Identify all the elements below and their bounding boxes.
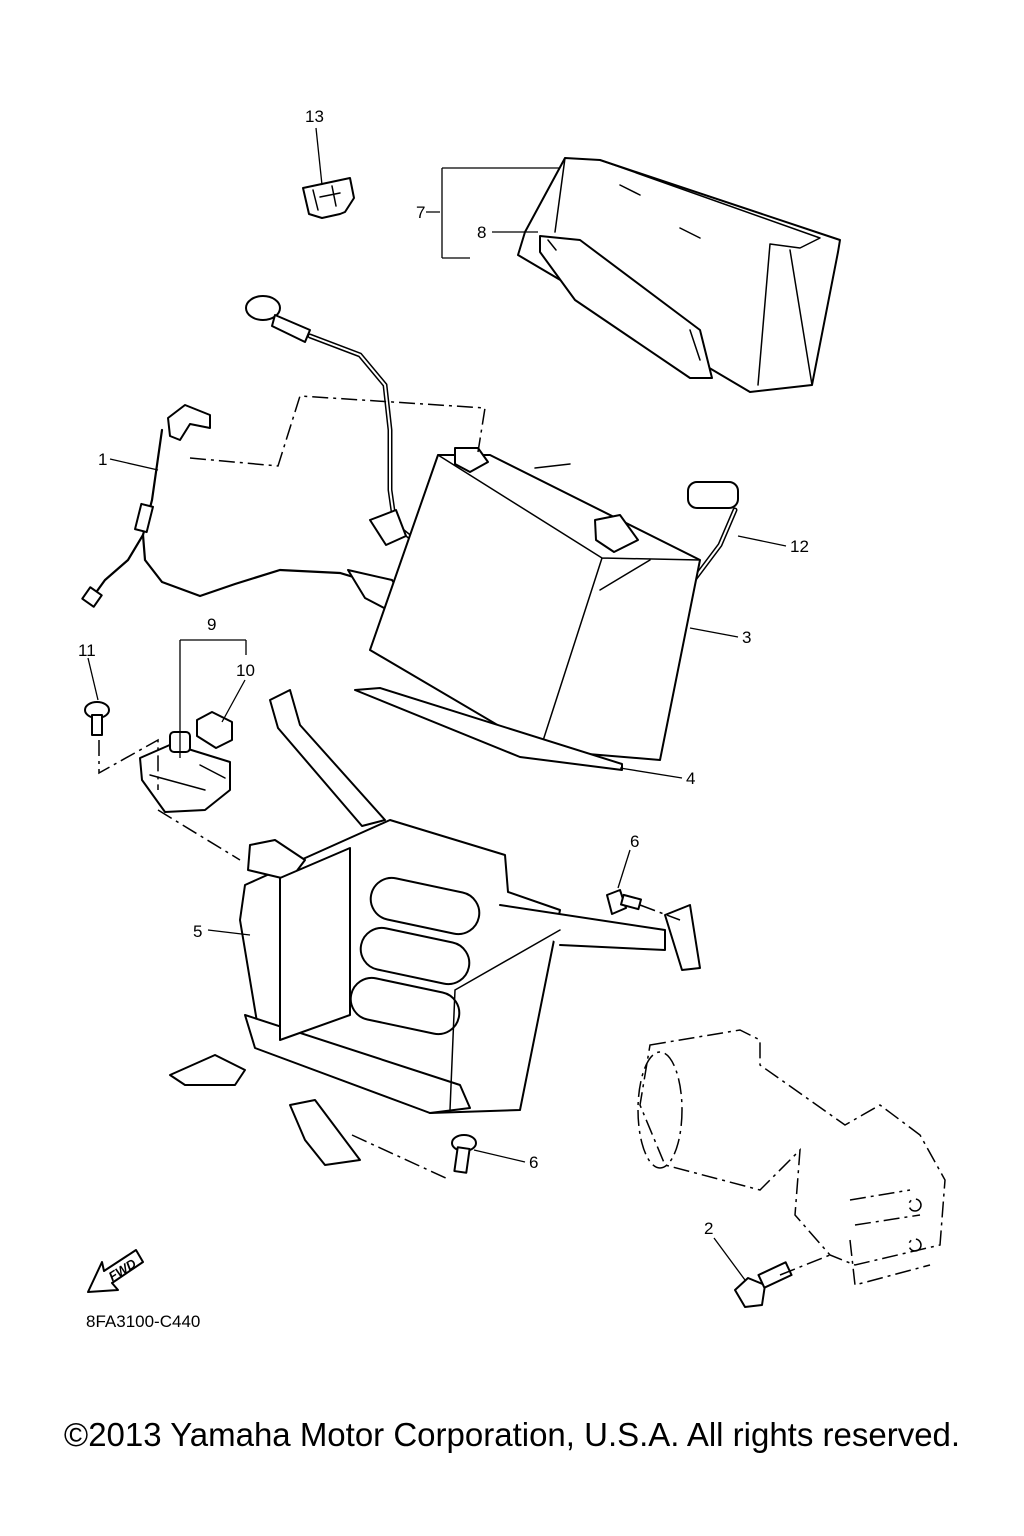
- fwd-arrow-icon: FWD: [87, 1249, 144, 1293]
- callout-7: 7: [416, 203, 425, 222]
- callout-6-lower: 6: [529, 1153, 538, 1172]
- part-6-bolt-lower[interactable]: [451, 1134, 477, 1174]
- part-13-clip[interactable]: [302, 177, 355, 219]
- part-8-cover-band[interactable]: [539, 235, 713, 379]
- callout-6-upper: 6: [630, 832, 639, 851]
- callout-1: 1: [98, 450, 107, 469]
- callout-5: 5: [193, 922, 202, 941]
- part-6-bolt-upper[interactable]: [606, 889, 642, 915]
- callout-9: 9: [207, 615, 216, 634]
- copyright-notice: ©2013 Yamaha Motor Corporation, U.S.A. A…: [63, 1416, 961, 1453]
- callout-13: 13: [305, 107, 324, 126]
- callout-8: 8: [477, 223, 486, 242]
- part-10-fuse[interactable]: [196, 711, 233, 749]
- part-4-battery-mat[interactable]: [354, 687, 623, 771]
- part-9-starter-relay[interactable]: [139, 731, 231, 813]
- part-2-bolt[interactable]: [734, 1261, 793, 1308]
- callout-11: 11: [78, 641, 96, 660]
- callout-12: 12: [790, 537, 809, 556]
- part-3-battery[interactable]: [369, 447, 701, 761]
- part-1-wire-harness[interactable]: [81, 404, 403, 611]
- callout-2: 2: [704, 1219, 713, 1238]
- callout-4: 4: [686, 769, 695, 788]
- leader-lines: [87, 127, 787, 1281]
- assembly-lines: [98, 395, 931, 1286]
- callout-10: 10: [236, 661, 255, 680]
- part-5-battery-box[interactable]: [169, 689, 701, 1166]
- part-11-bolt[interactable]: [84, 701, 110, 736]
- callout-labels: 13 7 8 1 12 3 9 10 11 4 6 5 6 2: [78, 107, 809, 1238]
- starter-motor-phantom: [637, 1029, 946, 1266]
- diagram-code: 8FA3100-C440: [86, 1312, 200, 1331]
- callout-3: 3: [742, 628, 751, 647]
